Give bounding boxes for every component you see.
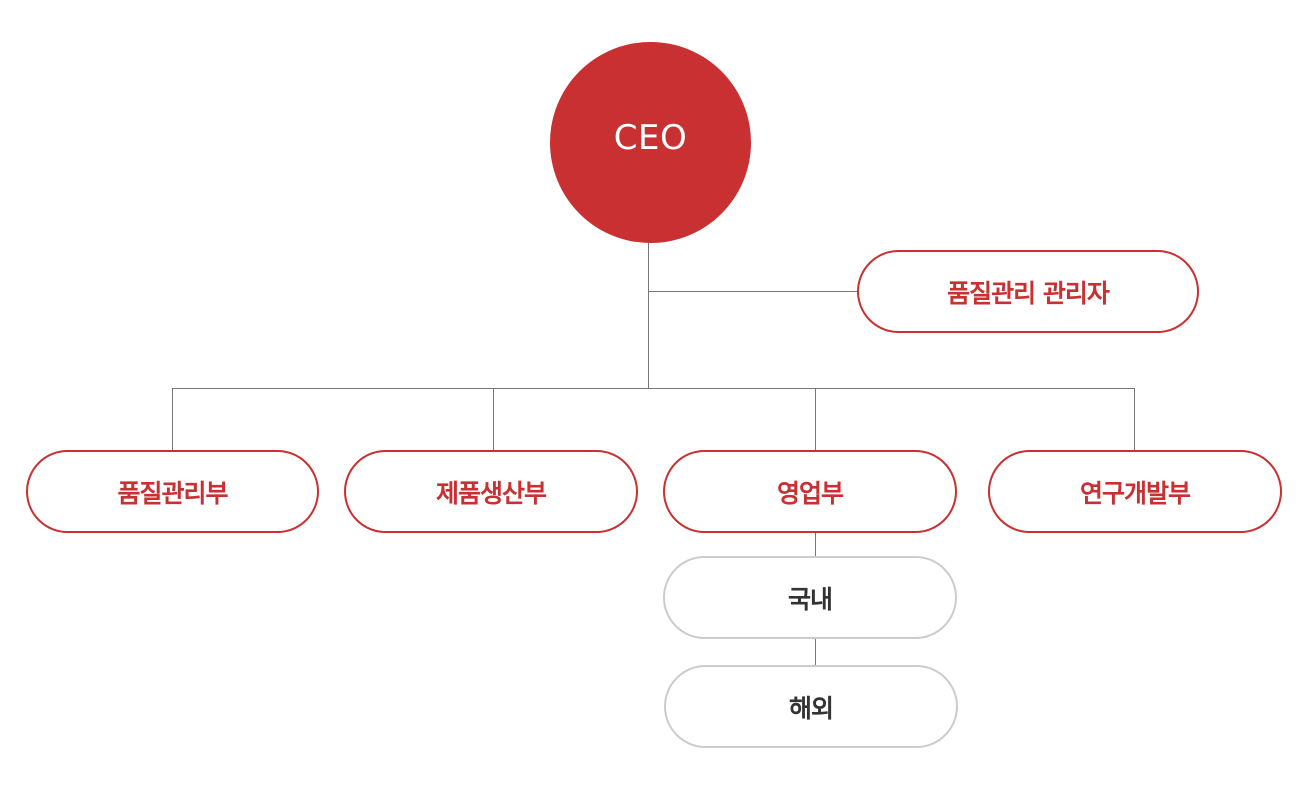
connector-ceo-trunk xyxy=(648,243,649,388)
quality-manager-label: 품질관리 관리자 xyxy=(947,278,1110,308)
connector-sales-domestic xyxy=(815,533,816,557)
connector-dept-1 xyxy=(172,388,173,451)
department-label: 영업부 xyxy=(776,478,844,508)
connector-department-bus xyxy=(172,388,1135,389)
department-node-production: 제품생산부 xyxy=(344,450,638,533)
sub-unit-label: 국내 xyxy=(787,584,833,614)
connector-assistant xyxy=(648,291,858,292)
connector-dept-4 xyxy=(1134,388,1135,451)
department-label: 연구개발부 xyxy=(1079,478,1191,508)
department-node-quality: 품질관리부 xyxy=(26,450,319,533)
ceo-node: CEO xyxy=(550,42,751,243)
connector-domestic-overseas xyxy=(815,639,816,666)
sales-sub-unit-domestic: 국내 xyxy=(663,556,957,639)
department-node-sales: 영업부 xyxy=(663,450,957,533)
quality-manager-node: 품질관리 관리자 xyxy=(857,250,1199,333)
connector-dept-3 xyxy=(815,388,816,451)
department-label: 품질관리부 xyxy=(117,478,228,508)
department-node-rnd: 연구개발부 xyxy=(988,450,1282,533)
sub-unit-label: 해외 xyxy=(788,693,834,723)
sales-sub-unit-overseas: 해외 xyxy=(664,665,958,748)
ceo-label: CEO xyxy=(613,117,688,158)
department-label: 제품생산부 xyxy=(435,478,547,508)
connector-dept-2 xyxy=(493,388,494,451)
